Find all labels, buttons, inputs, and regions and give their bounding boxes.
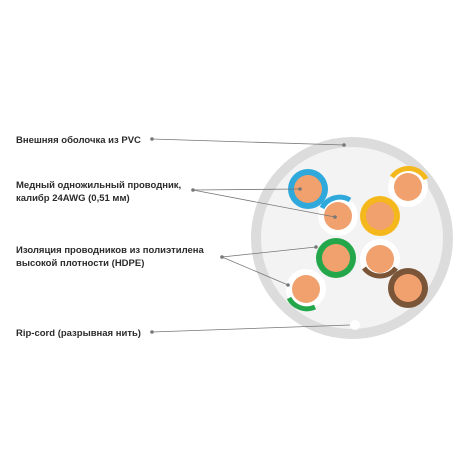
jacket-label: Внешняя оболочка из PVC (16, 134, 141, 147)
conductor-brown-white (360, 239, 400, 279)
leader-insulation-1 (221, 246, 317, 258)
leader-lines (151, 138, 351, 333)
conductor-green-solid (316, 238, 356, 278)
conductor-label-line2: калибр 24AWG (0,51 мм) (16, 193, 130, 204)
insulation-label-line2: высокой плотности (HDPE) (16, 258, 145, 269)
conductor-label-line1: Медный одножильный проводник, (16, 180, 182, 191)
conductor-blue-solid (288, 169, 328, 209)
leader-jacket (151, 138, 345, 146)
conductor-blue-white (318, 194, 358, 236)
insulation-label-line1: Изоляция проводников из полиэтилена (16, 245, 204, 256)
conductor-brown-solid (388, 268, 428, 308)
conductor-orange-white (388, 165, 429, 207)
insulation-label: Изоляция проводников из полиэтилена высо… (16, 244, 204, 270)
leader-dots (150, 137, 346, 334)
jacket-label-text: Внешняя оболочка из PVC (16, 135, 141, 146)
leader-ripcord (151, 324, 351, 333)
leader-insulation-2 (221, 256, 289, 286)
ripcord-label-text: Rip-cord (разрывная нить) (16, 328, 141, 339)
leader-conductor-1 (192, 188, 301, 191)
conductor-orange-solid (360, 196, 400, 236)
rip-cord (350, 320, 360, 330)
conductor-green-white (286, 269, 326, 312)
leader-conductor-2 (192, 189, 336, 218)
conductor-label: Медный одножильный проводник, калибр 24A… (16, 179, 181, 205)
ripcord-label: Rip-cord (разрывная нить) (16, 327, 141, 340)
